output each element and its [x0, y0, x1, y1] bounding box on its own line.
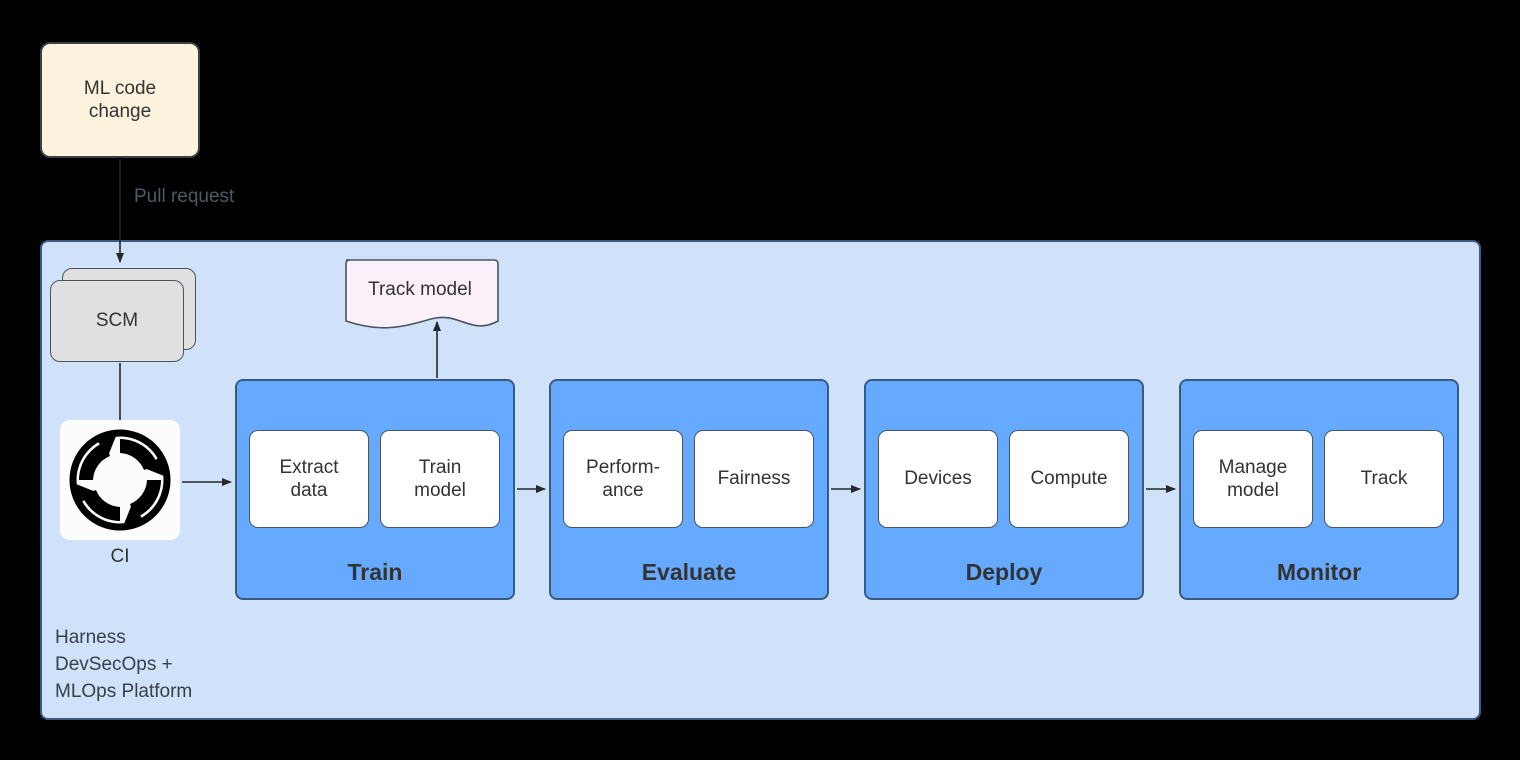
track-model-shape [345, 259, 499, 329]
stage-monitor-title: Monitor [1276, 559, 1362, 585]
stage-train-title: Train [347, 559, 403, 585]
stage-deploy[interactable]: Devices Compute Deploy [864, 379, 1144, 600]
ml-code-change-label: ML code change [83, 77, 157, 122]
track-model-label: Track model [368, 279, 472, 301]
substep-track[interactable]: Track [1324, 430, 1444, 528]
substep-performance[interactable]: Perform- ance [563, 430, 683, 528]
stage-evaluate[interactable]: Perform- ance Fairness Evaluate [549, 379, 829, 600]
platform-caption: Harness DevSecOps + MLOps Platform [55, 627, 193, 702]
substep-fairness[interactable]: Fairness [694, 430, 814, 528]
continuous-integration-circular-arrows-icon [69, 429, 171, 531]
ci-label: CI [110, 546, 130, 567]
substep-devices[interactable]: Devices [878, 430, 998, 528]
scm-label: SCM [95, 310, 139, 331]
stage-evaluate-title: Evaluate [641, 559, 737, 585]
substep-extract-data[interactable]: Extract data [249, 430, 369, 528]
stage-deploy-title: Deploy [965, 559, 1043, 585]
stage-train[interactable]: Extract data Train model Train [235, 379, 515, 600]
ci-node[interactable] [60, 420, 180, 540]
stage-monitor[interactable]: Manage model Track Monitor [1179, 379, 1459, 600]
substep-train-model[interactable]: Train model [380, 430, 500, 528]
scm-card-front: SCM [50, 280, 184, 362]
ml-code-change-node[interactable]: ML code change [40, 42, 200, 158]
pull-request-edge-label: Pull request [134, 186, 235, 207]
substep-manage-model[interactable]: Manage model [1193, 430, 1313, 528]
scm-node[interactable]: SCM [50, 268, 196, 362]
substep-compute[interactable]: Compute [1009, 430, 1129, 528]
